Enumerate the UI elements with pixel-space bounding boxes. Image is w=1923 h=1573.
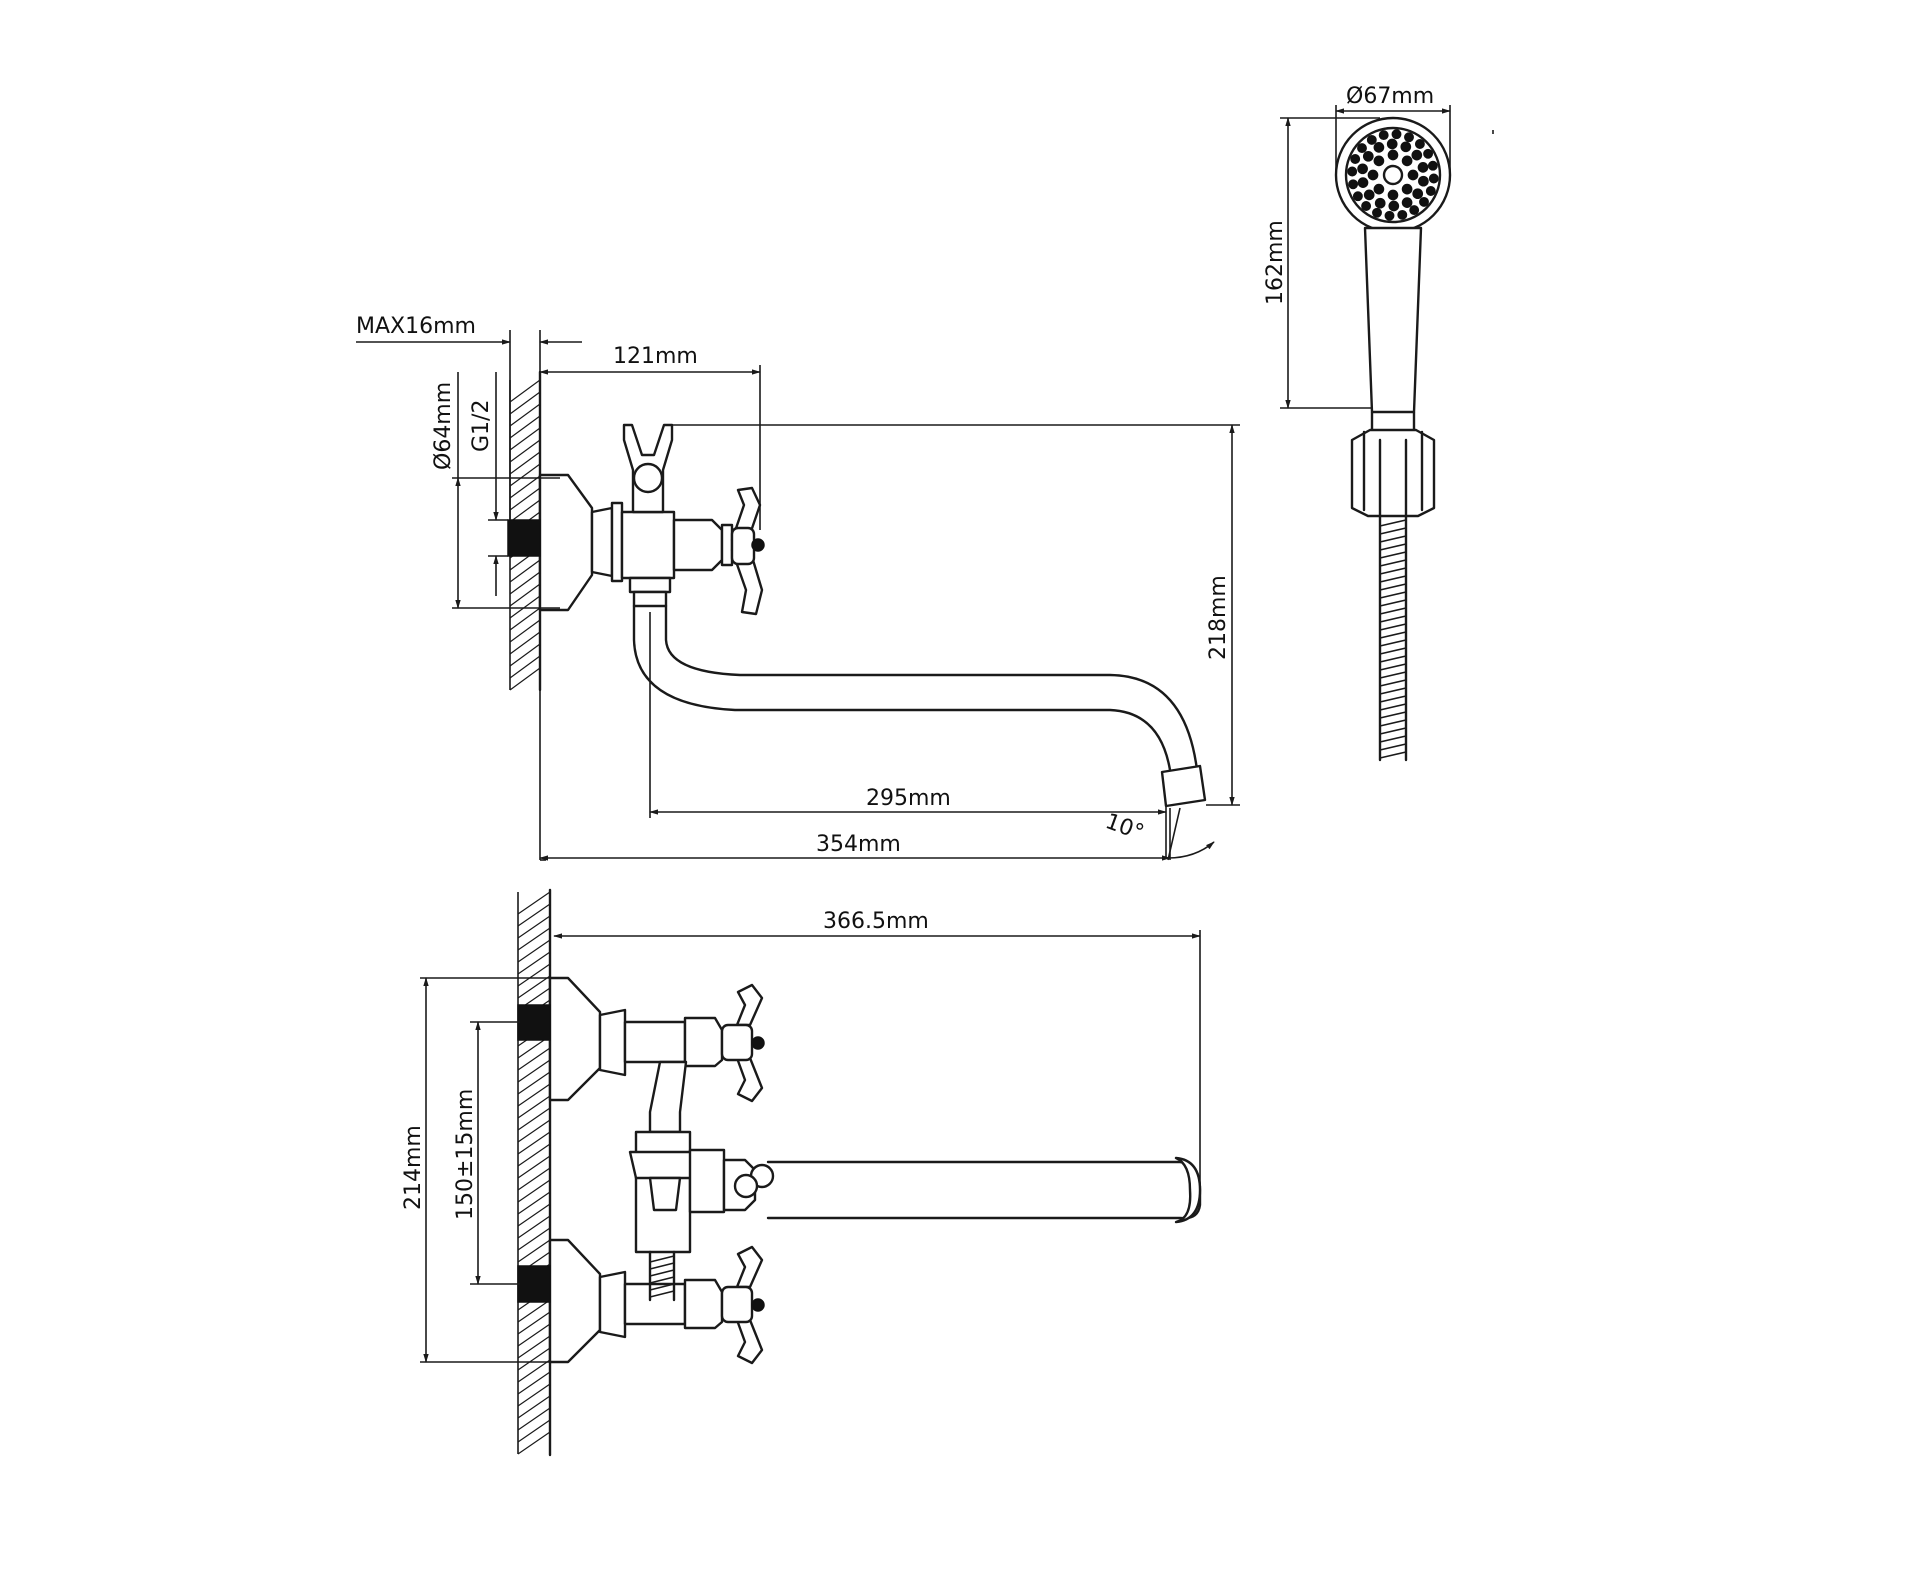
label-d67: Ø67mm [1346, 84, 1434, 109]
side-view: MAX16mm Ø64mm G1/2 121mm 218mm [356, 314, 1240, 861]
cross-handle-side [730, 486, 765, 616]
valve-cartridge-side [672, 518, 724, 572]
spout-side [632, 604, 1172, 772]
hand-shower-view: Ø67mm 162mm [1263, 84, 1494, 762]
wall-top [517, 888, 552, 1457]
dim-d295: 295mm [649, 786, 1167, 815]
dim-angle10: 10° [1102, 807, 1215, 861]
wall-flange-side [538, 473, 594, 612]
label-d218: 218mm [1206, 575, 1231, 660]
shower-holder [1350, 428, 1436, 518]
central-body-top [648, 1060, 688, 1134]
dim-d150: 150±15mm [453, 1021, 520, 1285]
lower-flange [548, 1238, 602, 1364]
hose-top [648, 1250, 676, 1302]
top-view: 366.5mm 214mm 150±15mm [401, 888, 1202, 1457]
label-d150: 150±15mm [453, 1089, 478, 1220]
label-d3665: 366.5mm [823, 909, 929, 934]
dim-d354: 354mm [539, 690, 1171, 861]
dim-d218: 218mm [1206, 424, 1235, 806]
label-d295: 295mm [866, 786, 951, 811]
shower-handle [1363, 226, 1423, 414]
dim-d67: Ø67mm [1335, 84, 1451, 175]
label-g12: G1/2 [469, 400, 494, 452]
label-d64: Ø64mm [431, 382, 456, 470]
mixer-body-side [620, 510, 676, 580]
wall-connector-side [507, 519, 541, 557]
dim-d162: 162mm [1263, 117, 1380, 409]
dim-d64: Ø64mm [431, 372, 461, 609]
dim-g12: G1/2 [469, 372, 508, 596]
label-d214: 214mm [401, 1125, 426, 1210]
label-d121: 121mm [613, 344, 698, 369]
label-d162: 162mm [1263, 220, 1288, 305]
aerator-side [1160, 764, 1207, 808]
dim-max16: MAX16mm [356, 314, 582, 520]
upper-cross-handle [720, 983, 765, 1103]
upper-hex-nut [598, 1008, 627, 1077]
hex-nut-side [590, 506, 614, 578]
dim-d214: 214mm [401, 977, 560, 1363]
shower-hose [1378, 438, 1408, 762]
lower-cross-handle [720, 1245, 765, 1365]
lower-connector [517, 1265, 551, 1303]
shower-nozzles [1347, 129, 1439, 221]
label-angle10: 10° [1102, 809, 1147, 846]
dim-d3665: 366.5mm [553, 909, 1201, 1190]
dim-d121: 121mm [539, 344, 761, 375]
label-max16: MAX16mm [356, 314, 476, 339]
spout-top [766, 1160, 1202, 1220]
label-d354: 354mm [816, 832, 901, 857]
upper-flange [548, 976, 602, 1102]
upper-connector [517, 1004, 551, 1041]
lower-hex-nut [598, 1270, 627, 1339]
